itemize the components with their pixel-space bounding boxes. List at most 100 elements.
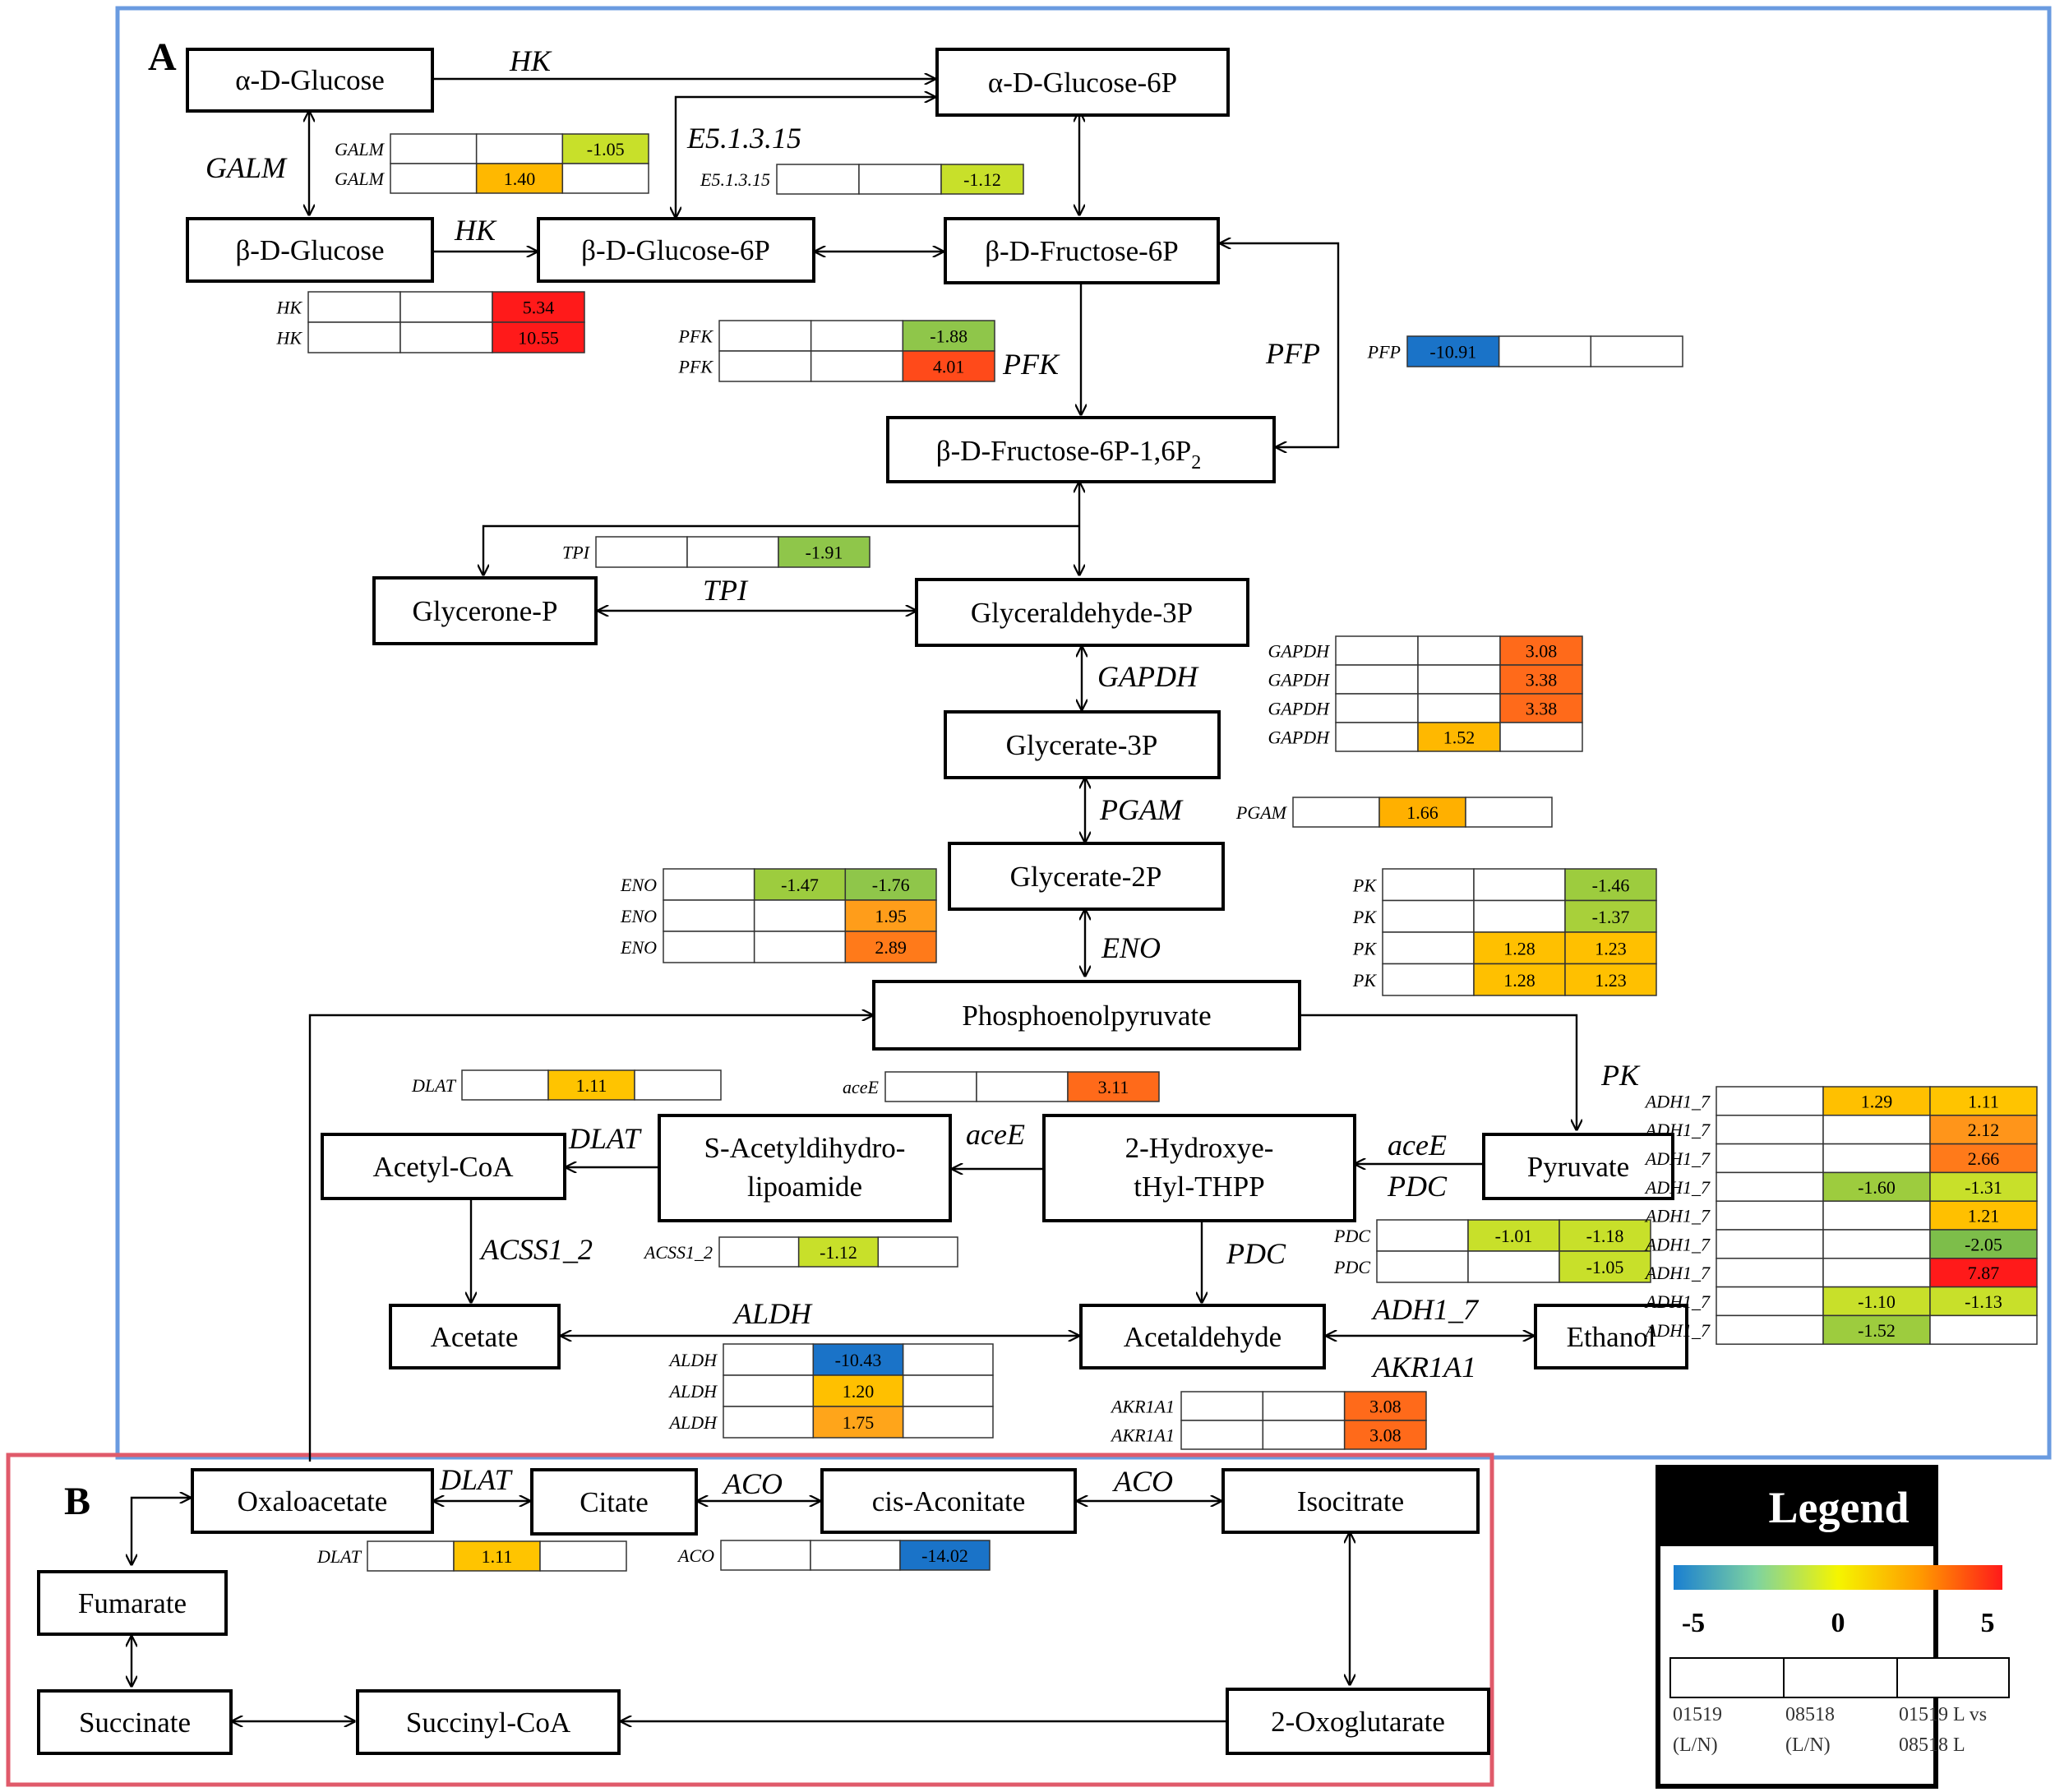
expression-cell-value: -1.13 [1965, 1291, 2002, 1312]
expression-cell [663, 931, 755, 963]
enzyme-label: ACO [722, 1467, 783, 1500]
node-label: Citate [580, 1486, 649, 1518]
expression-cell [902, 1374, 994, 1407]
expression-row-label: GAPDH [1268, 727, 1330, 748]
expression-cell [1473, 899, 1566, 933]
expression-row-label: PK [1352, 970, 1377, 991]
expression-cell [561, 163, 649, 194]
node-label-subscript: 2 [1191, 452, 1201, 473]
node-label: β-D-Fructose-6P-1,6P [936, 435, 1191, 467]
expression-cell [899, 1540, 991, 1571]
expression-cell-value: 10.55 [518, 328, 559, 349]
expression-cell [390, 133, 478, 164]
expression-cell [1378, 797, 1466, 828]
expression-cell-value: -1.05 [1586, 1257, 1624, 1277]
node-alpha-d-glucose-6p: α-D-Glucose-6P [935, 48, 1230, 117]
expression-row-label: GAPDH [1268, 699, 1330, 719]
expression-row-label: ADH1_7 [1644, 1206, 1711, 1226]
node-label: 2-Oxoglutarate [1271, 1706, 1445, 1738]
node-glycerate-2p: Glycerate-2P [948, 842, 1225, 911]
expression-row-label: ALDH [668, 1381, 718, 1402]
expression-cell-value: -1.52 [1858, 1320, 1896, 1341]
node-citate: Citate [530, 1468, 698, 1536]
node-alpha-d-glucose: α-D-Glucose [186, 48, 434, 113]
enzyme-labels: HK E5.1.3.15 GALM HK PFK PFP TPI GAPDH P… [206, 44, 1641, 1500]
expression-cell-value: -14.02 [921, 1545, 968, 1566]
expression-row-label: PFK [677, 326, 713, 347]
enzyme-label: AKR1A1 [1371, 1351, 1476, 1383]
expression-cell [1716, 1200, 1824, 1231]
expression-cell-value: 1.11 [576, 1075, 607, 1096]
expression-cell-value: -1.37 [1592, 907, 1630, 927]
expression-cell [686, 536, 779, 568]
expression-cell [812, 1406, 904, 1439]
pathway-arrows [132, 79, 1577, 1721]
enzyme-label: PDC [1387, 1170, 1448, 1203]
expression-cell-value: 3.11 [1098, 1077, 1129, 1097]
expression-cell [902, 1406, 994, 1439]
expression-cell [1473, 868, 1566, 902]
expression-row-label: HK [275, 328, 302, 349]
expression-cell [1822, 1229, 1931, 1259]
expression-row-label: DLAT [411, 1075, 457, 1096]
node-label: β-D-Fructose-6P [985, 235, 1179, 267]
node-succinate: Succinate [37, 1689, 233, 1755]
expression-cell [1262, 1391, 1346, 1421]
expression-cell [797, 1236, 880, 1268]
node-hydroxyethyl-thpp: 2-Hydroxye- tHyl-THPP [1042, 1114, 1356, 1222]
expression-cell [1376, 1250, 1469, 1283]
node-label-line2: lipoamide [747, 1171, 862, 1203]
expression-cell [1382, 931, 1475, 965]
expression-row-label: PK [1352, 938, 1377, 958]
expression-table-e51315: E5.1.3.15-1.12 [700, 164, 1024, 195]
expression-row-label: ADH1_7 [1644, 1120, 1711, 1140]
expression-cell [1716, 1314, 1824, 1345]
expression-cell-value: 1.21 [1968, 1206, 2000, 1226]
expression-cell [367, 1540, 455, 1572]
expression-cell [475, 133, 564, 164]
expression-cell [1929, 1314, 2038, 1345]
svg-text:β-D-Fructose-6P-1,6P2: β-D-Fructose-6P-1,6P2 [936, 435, 1201, 473]
node-succinyl-coa: Succinyl-CoA [356, 1689, 621, 1755]
node-label: Isocitrate [1297, 1485, 1404, 1517]
node-isocitrate: Isocitrate [1221, 1468, 1480, 1534]
expression-cell [475, 163, 564, 194]
expression-cell-value: -1.91 [806, 543, 843, 563]
node-pyruvate: Pyruvate [1482, 1133, 1674, 1200]
node-label: Succinyl-CoA [406, 1707, 571, 1739]
expression-row-label: PFK [677, 357, 713, 377]
expression-row-label: ENO [620, 937, 657, 958]
legend-title-bar [1658, 1467, 1936, 1546]
node-label: Glycerate-2P [1010, 861, 1162, 893]
legend-column-2-line2: (L/N) [1785, 1734, 1831, 1756]
enzyme-label: GALM [206, 151, 288, 184]
node-beta-d-fructose-6p: β-D-Fructose-6P [944, 217, 1220, 284]
enzyme-label: TPI [703, 574, 749, 607]
expression-cell [877, 1236, 958, 1268]
expression-row-label: ADH1_7 [1644, 1320, 1711, 1341]
node-label: Pyruvate [1527, 1151, 1629, 1183]
node-label: Acetate [431, 1321, 519, 1353]
expression-row-label: ENO [620, 906, 657, 926]
expression-cell [1716, 1258, 1824, 1288]
expression-cell [1343, 1391, 1427, 1421]
expression-row-label: PK [1352, 875, 1377, 895]
node-label-line1: S-Acetyldihydro- [704, 1132, 906, 1164]
expression-cell [902, 350, 995, 382]
legend-max: 5 [1981, 1608, 1995, 1638]
expression-cell [844, 868, 937, 901]
node-label: cis-Aconitate [872, 1485, 1026, 1517]
node-label: Glyceraldehyde-3P [971, 597, 1193, 629]
expression-cell-value: 1.11 [482, 1546, 513, 1567]
expression-cell-value: -1.60 [1858, 1177, 1896, 1198]
expression-cell-value: -1.76 [872, 875, 910, 895]
expression-cell-value: 1.23 [1595, 970, 1627, 991]
expression-cell [1498, 335, 1592, 367]
expression-cell [1335, 664, 1419, 695]
panel-a-border [115, 6, 2052, 1460]
expression-cell [1822, 1314, 1931, 1345]
